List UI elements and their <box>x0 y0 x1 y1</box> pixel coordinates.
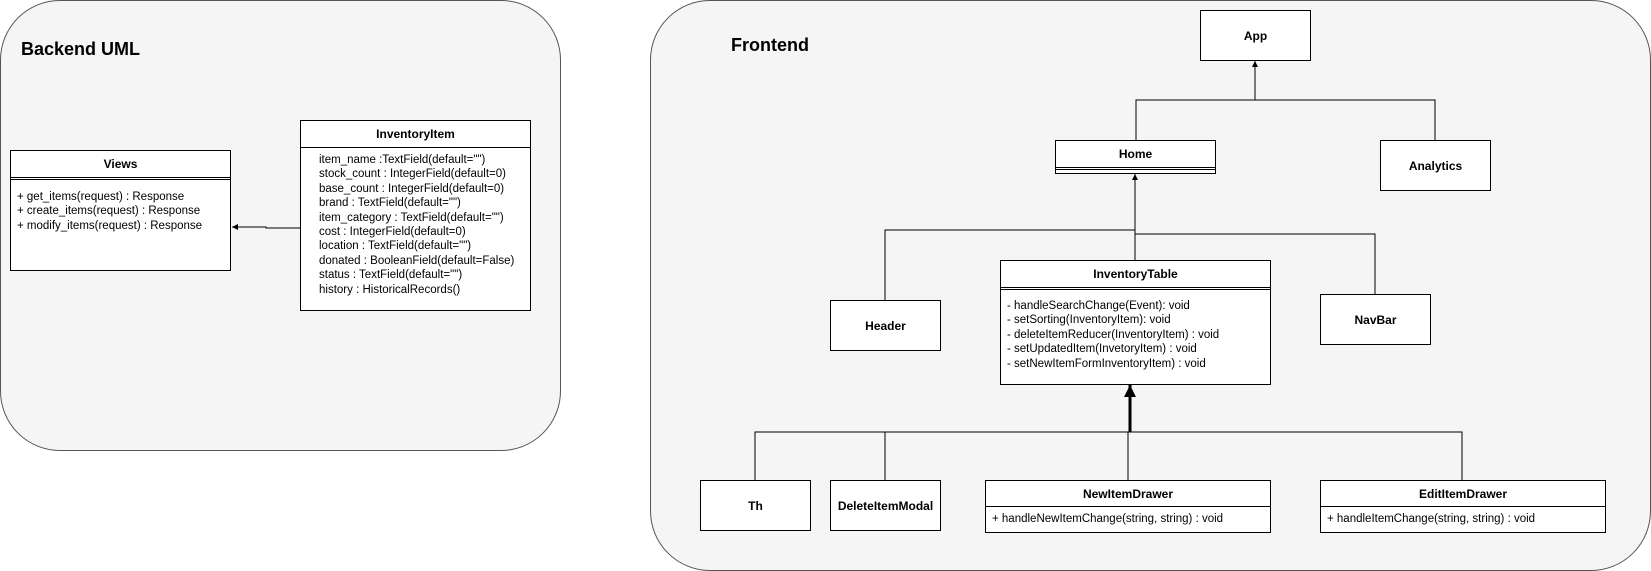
home-class-header: Home <box>1056 141 1215 170</box>
inventorytable-class-header: InventoryTable <box>1001 261 1270 290</box>
inventorytable-class-name: InventoryTable <box>1093 267 1178 281</box>
th-component-name: Th <box>748 498 763 513</box>
edititemdrawer-class[interactable]: EditItemDrawer + handleItemChange(string… <box>1320 480 1606 533</box>
inventoryitem-field: cost : IntegerField(default=0) <box>319 226 466 239</box>
newitemdrawer-class-name: NewItemDrawer <box>1082 486 1174 501</box>
analytics-component-name: Analytics <box>1408 158 1463 173</box>
newitemdrawer-methods: + handleNewItemChange(string, string) : … <box>986 507 1270 526</box>
edititemdrawer-methods: + handleItemChange(string, string) : voi… <box>1321 507 1605 526</box>
frontend-title: Frontend <box>731 35 809 55</box>
views-class-header: Views <box>11 151 230 180</box>
inventoryitem-to-views-connector <box>232 224 300 230</box>
inventorytable-method: - setUpdatedItem(InvetoryItem) : void <box>1007 343 1197 356</box>
views-method: + get_items(request) : Response <box>17 191 185 203</box>
th-component[interactable]: Th <box>700 480 811 531</box>
home-class-name: Home <box>1118 147 1153 161</box>
inventoryitem-field: base_count : IntegerField(default=0) <box>319 182 505 195</box>
inventoryitem-field: brand : TextField(default="") <box>319 197 461 210</box>
header-component-name: Header <box>865 318 906 333</box>
home-to-app-connector <box>1135 61 1258 140</box>
views-method: + create_items(request) : Response <box>17 205 201 218</box>
newitemdrawer-class-header: NewItemDrawer <box>986 481 1270 507</box>
inventoryitem-field: history : HistoricalRecords() <box>319 283 461 296</box>
backend-title: Backend UML <box>21 39 141 59</box>
inventoryitem-field: item_name :TextField(default="") <box>319 154 486 166</box>
analytics-to-app-connector <box>1255 99 1436 140</box>
inventorytable-method: - setSorting(InventoryItem): void <box>1007 314 1171 327</box>
app-component-name: App <box>1243 28 1268 43</box>
inventoryitem-field: donated : BooleanField(default=False) <box>319 254 515 267</box>
header-component[interactable]: Header <box>830 300 941 351</box>
inventoryitem-field: item_category : TextField(default="") <box>319 211 504 224</box>
edititemdrawer-method: + handleItemChange(string, string) : voi… <box>1327 513 1536 525</box>
inventoryitem-fields: item_name :TextField(default="") stock_c… <box>301 148 530 297</box>
app-component[interactable]: App <box>1200 10 1311 61</box>
views-methods: + get_items(request) : Response + create… <box>11 180 230 233</box>
inventorytable-method: - deleteItemReducer(InventoryItem) : voi… <box>1007 328 1220 341</box>
inventoryitem-class-header: InventoryItem <box>301 121 530 148</box>
newitemdrawer-method: + handleNewItemChange(string, string) : … <box>992 513 1224 525</box>
inventoryitem-class-name: InventoryItem <box>376 127 455 141</box>
navbar-component-name: NavBar <box>1354 312 1397 327</box>
views-class[interactable]: Views + get_items(request) : Response + … <box>10 150 231 271</box>
inventorytable-method: - setNewItemFormInventoryItem) : void <box>1007 357 1206 370</box>
edititemdrawer-to-inventorytable-connector <box>1130 431 1463 480</box>
inventoryitem-field: stock_count : IntegerField(default=0) <box>319 168 506 181</box>
deleteitemmodal-component-name: DeleteItemModal <box>837 498 934 513</box>
home-class[interactable]: Home <box>1055 140 1216 174</box>
th-to-inventorytable-connector <box>754 431 1130 480</box>
inventoryitem-field: location : TextField(default="") <box>319 240 472 253</box>
newitemdrawer-class[interactable]: NewItemDrawer + handleNewItemChange(stri… <box>985 480 1271 533</box>
views-class-name: Views <box>103 157 138 171</box>
navbar-to-home-connector <box>1135 233 1376 294</box>
analytics-component[interactable]: Analytics <box>1380 140 1491 191</box>
inventoryitem-field: status : TextField(default="") <box>319 269 463 282</box>
inventoryitem-class[interactable]: InventoryItem item_name :TextField(defau… <box>300 120 531 311</box>
inventorytable-methods: - handleSearchChange(Event): void - setS… <box>1001 290 1270 371</box>
deleteitemmodal-component[interactable]: DeleteItemModal <box>830 480 941 531</box>
views-method: + modify_items(request) : Response <box>17 219 203 232</box>
inventorytable-class[interactable]: InventoryTable - handleSearchChange(Even… <box>1000 260 1271 385</box>
header-to-home-connector <box>884 229 1135 300</box>
edititemdrawer-class-header: EditItemDrawer <box>1321 481 1605 507</box>
inventorytable-method: - handleSearchChange(Event): void <box>1007 300 1190 312</box>
edititemdrawer-class-name: EditItemDrawer <box>1418 486 1508 501</box>
navbar-component[interactable]: NavBar <box>1320 294 1431 345</box>
